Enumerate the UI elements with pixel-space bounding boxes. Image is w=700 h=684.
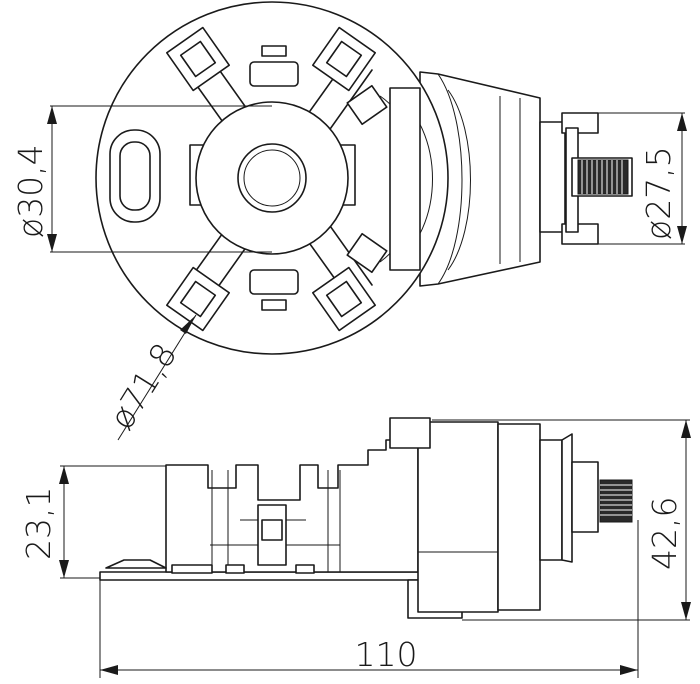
top-tab xyxy=(249,61,299,87)
bottom-tab xyxy=(249,269,299,295)
flange-plate xyxy=(539,121,566,233)
dim-flange-diameter: ø27,5 xyxy=(639,146,678,240)
dim-total-height: 42,6 xyxy=(645,497,684,570)
base-plate xyxy=(99,571,439,581)
dim-total-length: 110 xyxy=(355,635,418,674)
corner-clip-br xyxy=(311,266,377,332)
dim-base-height: 23,1 xyxy=(19,487,58,560)
center-hole xyxy=(237,143,307,213)
corner-clip-tr xyxy=(311,26,377,92)
side-body xyxy=(165,439,419,573)
side-view xyxy=(59,417,691,678)
side-threaded-stud xyxy=(599,479,633,523)
threaded-stud xyxy=(571,157,633,197)
corner-clip-tl xyxy=(165,26,231,92)
top-view xyxy=(47,1,687,441)
dim-body-diameter: ø71,8 xyxy=(102,336,185,436)
corner-clip-bl xyxy=(165,266,231,332)
side-connector xyxy=(417,421,499,613)
dim-hole-diameter: ø30,4 xyxy=(11,144,50,238)
